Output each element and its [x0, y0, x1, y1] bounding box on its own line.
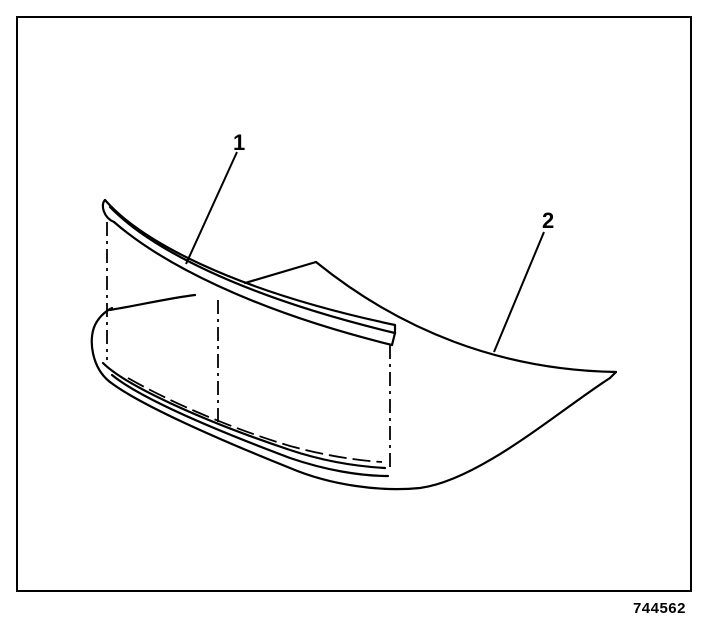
figure-number: 744562: [632, 600, 686, 617]
molding-bottom-edge: [112, 220, 394, 347]
molding-top-edge-inner: [108, 205, 397, 335]
hood-panel-tip: [608, 370, 618, 380]
hood-panel-top-edge: [314, 260, 618, 374]
molding-top-edge: [103, 198, 397, 327]
figure-frame: [16, 16, 692, 592]
hood-panel-front-edge: [90, 306, 114, 384]
retainer-dashed-line: [127, 377, 383, 463]
hood-ridge-line-left: [108, 293, 197, 312]
hood-panel-bottom-edge: [108, 376, 612, 491]
molding-left-end: [101, 198, 116, 224]
hood-inner-flange-2: [110, 373, 390, 478]
hood-ridge-line-right: [243, 260, 318, 285]
callout-2-label: 2: [542, 208, 554, 233]
molding-right-end: [390, 323, 397, 347]
callout-1-label: 1: [233, 130, 245, 155]
callout-2-leader: [493, 231, 545, 353]
hood-inner-flange: [101, 361, 387, 470]
callout-1-leader: [185, 151, 238, 265]
